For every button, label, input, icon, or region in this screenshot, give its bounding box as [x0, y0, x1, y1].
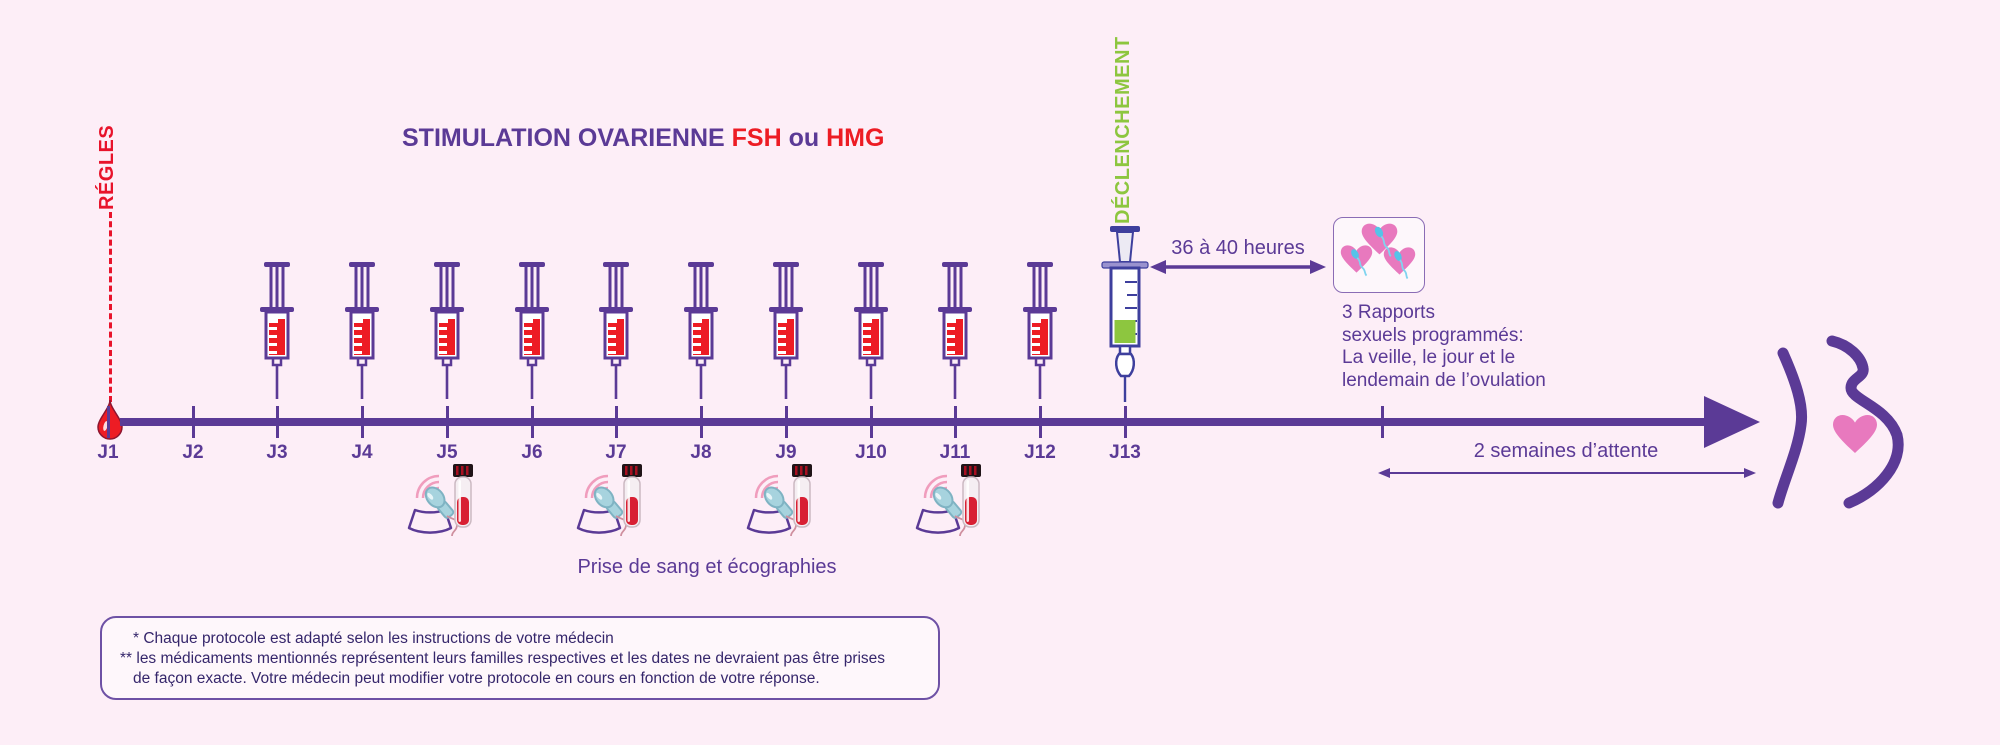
day-label-j10: J10 [855, 442, 887, 463]
day-label-j7: J7 [605, 442, 627, 463]
syringe-icon-j6 [512, 262, 552, 402]
day-label-j13: J13 [1109, 442, 1141, 463]
regles-dashed-line [109, 212, 112, 402]
title-ou: ou [788, 124, 820, 152]
day-label-j4: J4 [351, 442, 373, 463]
day-tick-j11 [953, 406, 957, 438]
day-tick-j2 [191, 406, 195, 438]
day-tick-j1 [106, 406, 110, 438]
footnote-line-2: ** les médicaments mentionnés représente… [120, 650, 886, 667]
syringe-icon-j10 [851, 262, 891, 402]
day-label-j9: J9 [775, 442, 797, 463]
rapports-text: 3 Rapports sexuels programmés: La veille… [1342, 302, 1546, 391]
day-tick-j13 [1123, 406, 1127, 438]
wait-label: 2 semaines d’attente [1473, 440, 1659, 462]
hearts-intercourse-box [1333, 217, 1425, 293]
syringe-icon-j5 [427, 262, 467, 402]
footnote-line-1: * Chaque protocole est adapté selon les … [133, 630, 614, 647]
day-label-j8: J8 [690, 442, 712, 463]
declenchement-label: DÉCLENCHEMENT [1112, 36, 1134, 224]
footnote-box: * Chaque protocole est adapté selon les … [100, 616, 940, 700]
pregnant-woman-icon [1772, 335, 1904, 509]
day-label-j12: J12 [1024, 442, 1056, 463]
day-tick-j7 [614, 406, 618, 438]
ultrasound-blood-test-icon-j11 [913, 458, 993, 536]
day-label-j6: J6 [521, 442, 543, 463]
monitoring-caption: Prise de sang et écographies [577, 556, 837, 578]
footnote-line-3: de façon exacte. Votre médecin peut modi… [133, 670, 820, 687]
syringe-icon-j8 [681, 262, 721, 402]
title-hmg: HMG [826, 124, 885, 152]
timeline-bar [120, 418, 1712, 426]
wait-start-tick [1380, 406, 1384, 438]
day-label-j3: J3 [266, 442, 288, 463]
syringe-icon-j11 [935, 262, 975, 402]
title-main: STIMULATION OVARIENNE [402, 124, 725, 152]
day-tick-j9 [784, 406, 788, 438]
ultrasound-blood-test-icon-j5 [405, 458, 485, 536]
title-fsh: FSH [731, 124, 782, 152]
day-label-j2: J2 [182, 442, 204, 463]
sperm-icons [1351, 226, 1409, 280]
hours-label: 36 à 40 heures [1171, 237, 1305, 259]
blood-drop-icon [97, 399, 123, 440]
syringe-icon-j9 [766, 262, 806, 402]
hours-double-arrow [1150, 260, 1326, 274]
day-label-j1: J1 [97, 442, 119, 463]
day-tick-j5 [445, 406, 449, 438]
syringe-icon-j4 [342, 262, 382, 402]
trigger-syringe-icon [1101, 226, 1149, 402]
day-tick-j4 [360, 406, 364, 438]
ultrasound-blood-test-icon-j7 [574, 458, 654, 536]
hearts-intercourse-icon [1340, 223, 1416, 280]
wait-double-arrow [1378, 468, 1756, 478]
day-tick-j8 [699, 406, 703, 438]
day-label-j11: J11 [939, 442, 971, 463]
syringe-icon-j12 [1020, 262, 1060, 402]
syringe-icon-j7 [596, 262, 636, 402]
page-title: STIMULATION OVARIENNE FSH ou HMG [402, 124, 884, 153]
syringe-icon-j3 [257, 262, 297, 402]
day-tick-j3 [275, 406, 279, 438]
ultrasound-blood-test-icon-j9 [744, 458, 824, 536]
day-tick-j12 [1038, 406, 1042, 438]
day-label-j5: J5 [436, 442, 458, 463]
day-tick-j6 [530, 406, 534, 438]
timeline-arrowhead [1704, 396, 1760, 448]
regles-label: RÉGLES [96, 124, 118, 210]
day-tick-j10 [869, 406, 873, 438]
